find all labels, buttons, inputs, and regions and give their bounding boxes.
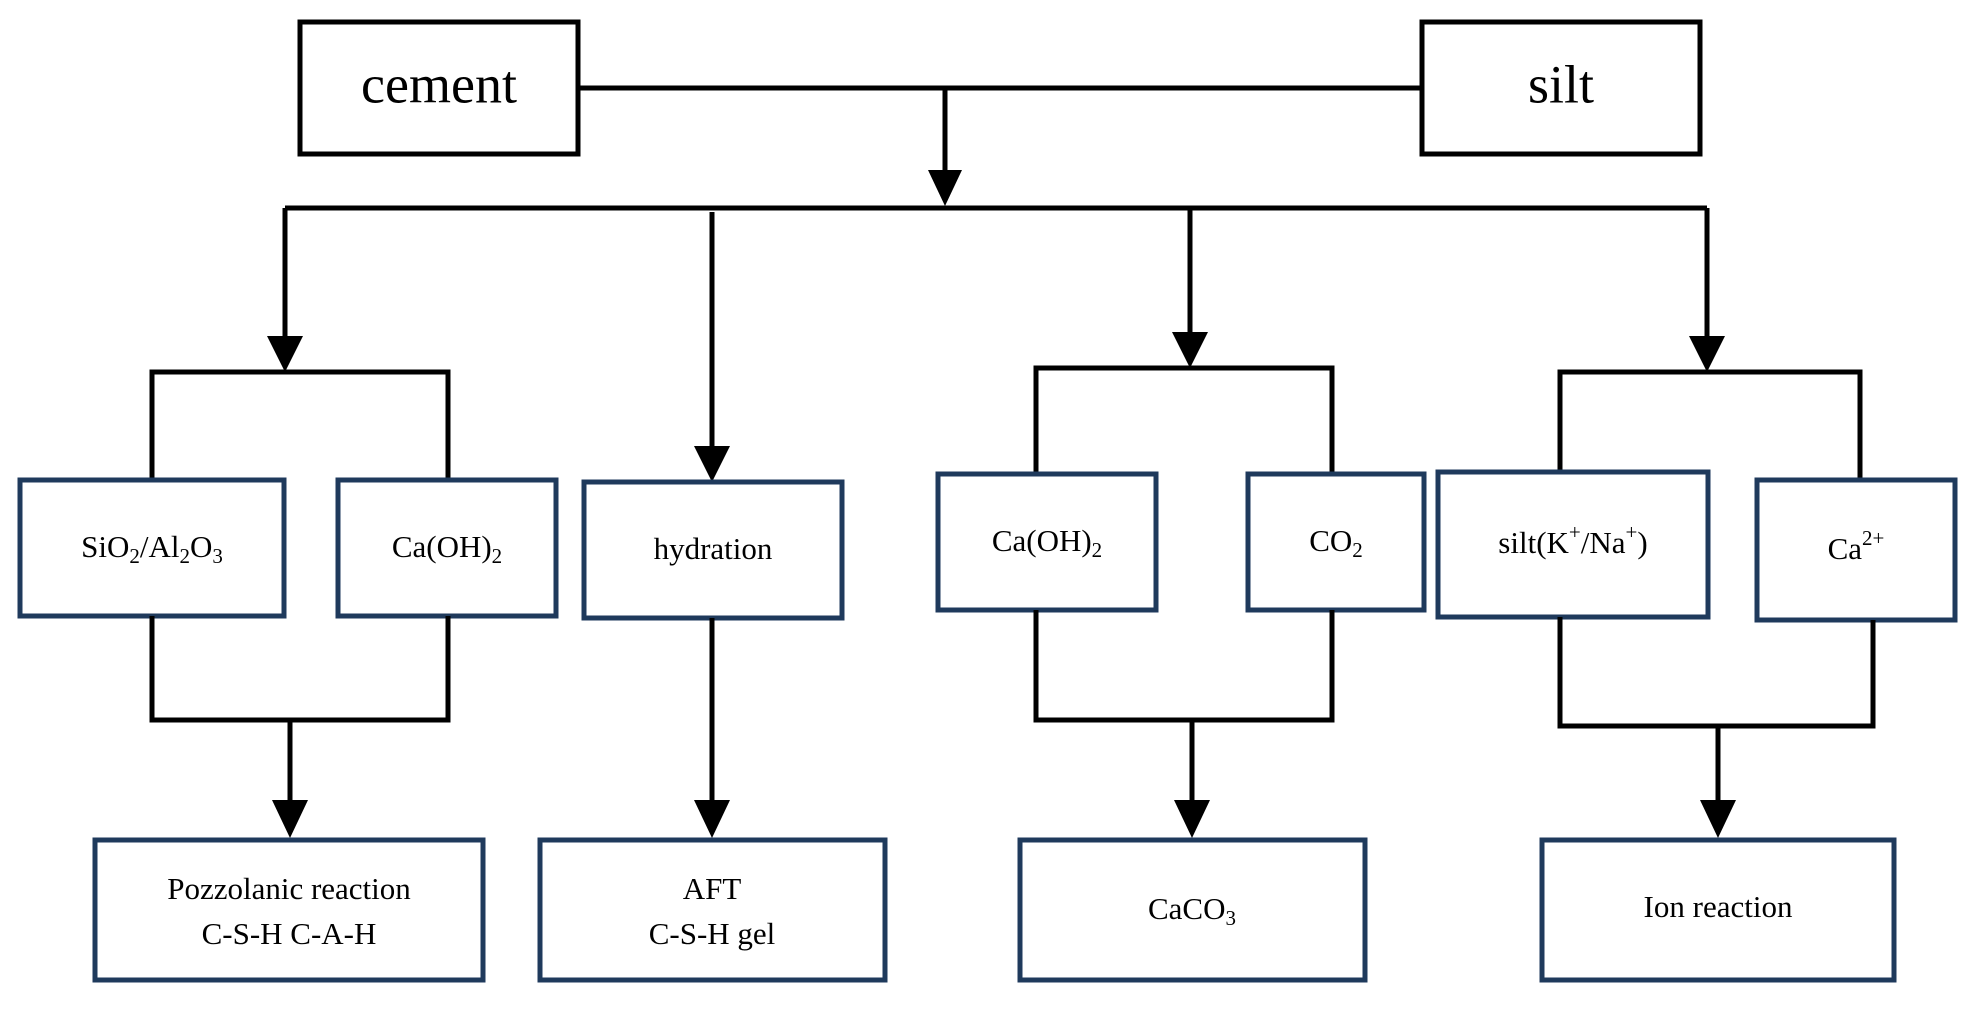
ca2plus-box	[1754, 477, 1958, 623]
hydration-label: hydration	[654, 531, 773, 566]
branch3-split-bracket	[1033, 365, 1335, 474]
caco3-result-box	[1017, 837, 1368, 983]
sio2-al2o3-label: SiO2/Al2O3	[81, 529, 223, 568]
aft-result-line1: AFT	[683, 871, 742, 906]
branch4-drop-arrow	[1689, 336, 1725, 372]
caoh2-label-branch1: Ca(OH)2	[392, 529, 502, 568]
branch3-merge-bracket	[1033, 610, 1335, 723]
silt-box	[1419, 19, 1703, 157]
branch1-drop-arrow	[267, 336, 303, 372]
silt-ions-label: silt(K+/Na+)	[1498, 520, 1647, 560]
caco3-result-label: CaCO3	[1148, 891, 1236, 930]
aft-result-box	[537, 837, 888, 983]
caoh2-label-branch3: Ca(OH)2	[992, 523, 1102, 562]
branch1-merge-bracket	[149, 616, 451, 723]
silt-ions-box	[1435, 469, 1711, 620]
ion-reaction-result-box	[1539, 837, 1897, 983]
ion-reaction-result-label: Ion reaction	[1644, 889, 1793, 924]
aft-result-line2: C-S-H gel	[649, 916, 776, 951]
main-down-arrow	[928, 170, 962, 206]
co2-box	[1245, 471, 1427, 613]
branch3-drop-arrow	[1172, 332, 1208, 368]
sio2-al2o3-box	[17, 477, 287, 619]
hydration-box	[581, 479, 845, 621]
caoh2-box-branch3	[935, 471, 1159, 613]
cement-label: cement	[361, 54, 517, 114]
pozzolanic-result-line1: Pozzolanic reaction	[167, 871, 411, 906]
branch2-drop-arrow	[694, 446, 730, 482]
branch4-result-arrow	[1700, 800, 1736, 838]
branch2-result-arrow	[694, 800, 730, 838]
branch3-result-arrow	[1174, 800, 1210, 838]
branch1-split-bracket	[149, 369, 451, 480]
branch4-split-bracket	[1557, 369, 1863, 480]
branch4-merge-bracket	[1557, 617, 1876, 729]
ca2plus-label: Ca2+	[1828, 526, 1885, 566]
silt-label: silt	[1528, 54, 1594, 114]
pozzolanic-result-line2: C-S-H C-A-H	[202, 916, 377, 951]
co2-label: CO2	[1309, 523, 1363, 562]
pozzolanic-result-box	[92, 837, 486, 983]
branch1-result-arrow	[272, 800, 308, 838]
cement-box	[297, 19, 581, 157]
